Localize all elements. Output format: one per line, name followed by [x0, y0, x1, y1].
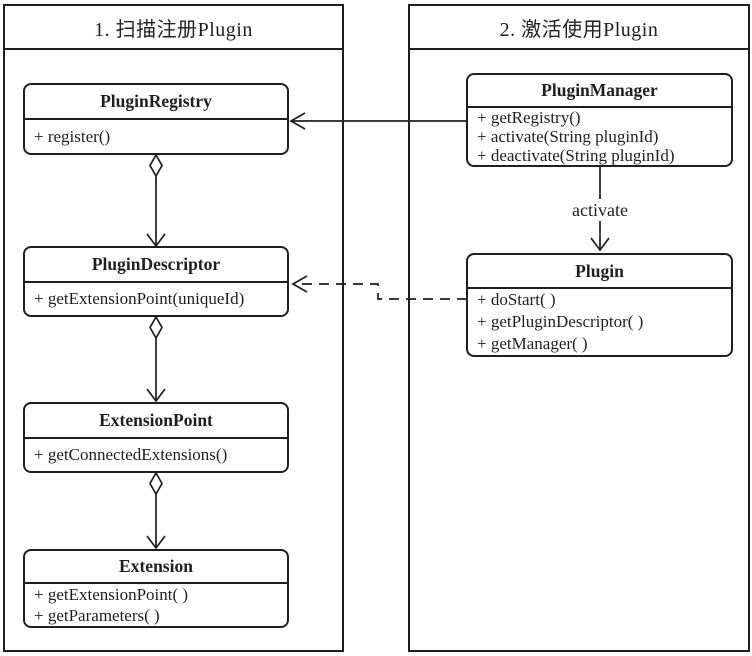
- class-method-list: + getConnectedExtensions(): [25, 439, 287, 471]
- method-get-extension-point: + getExtensionPoint(uniqueId): [34, 289, 245, 308]
- hollow-diamond-icon: [149, 153, 163, 178]
- hollow-diamond-icon: [149, 471, 163, 496]
- class-name: ExtensionPoint: [25, 404, 287, 439]
- panel-scan-register: 1. 扫描注册Plugin: [3, 4, 344, 652]
- method-get-extension-point: + getExtensionPoint( ): [34, 585, 189, 604]
- class-method-list: + getRegistry() + activate(String plugin…: [468, 108, 731, 165]
- open-arrow-icon: [590, 237, 610, 252]
- edge-label-activate: activate: [563, 199, 637, 221]
- class-method-list: + doStart( ) + getPluginDescriptor( ) + …: [468, 289, 731, 355]
- open-arrow-icon: [146, 388, 166, 403]
- method-get-plugin-descriptor: + getPluginDescriptor( ): [477, 312, 644, 331]
- class-plugin-manager: PluginManager + getRegistry() + activate…: [466, 73, 733, 167]
- class-name: PluginDescriptor: [25, 248, 287, 283]
- edge-plugin-descriptor-dashed: [291, 275, 467, 300]
- method-get-parameters: + getParameters( ): [34, 606, 160, 625]
- method-get-manager: + getManager( ): [477, 334, 588, 353]
- edge-registry-descriptor: [146, 153, 166, 248]
- class-plugin: Plugin + doStart( ) + getPluginDescripto…: [466, 253, 733, 357]
- class-extension: Extension + getExtensionPoint( ) + getPa…: [23, 549, 289, 628]
- open-arrow-icon: [289, 112, 306, 130]
- method-register: + register(): [34, 126, 111, 146]
- edge-manager-registry: [289, 112, 466, 130]
- class-method-list: + getExtensionPoint( ) + getParameters( …: [25, 584, 287, 626]
- panel-title-scan-register: 1. 扫描注册Plugin: [5, 6, 342, 50]
- method-get-registry: + getRegistry(): [477, 108, 581, 127]
- class-extension-point: ExtensionPoint + getConnectedExtensions(…: [23, 402, 289, 473]
- class-plugin-descriptor: PluginDescriptor + getExtensionPoint(uni…: [23, 246, 289, 317]
- panel-activate-use: 2. 激活使用Plugin: [408, 4, 750, 652]
- open-arrow-icon: [291, 275, 308, 293]
- open-arrow-icon: [146, 535, 166, 550]
- class-name: Extension: [25, 551, 287, 584]
- method-do-start: + doStart( ): [477, 290, 556, 309]
- class-name: PluginRegistry: [25, 85, 287, 120]
- method-activate: + activate(String pluginId): [477, 127, 659, 146]
- edge-extensionpoint-extension: [146, 471, 166, 550]
- class-method-list: + getExtensionPoint(uniqueId): [25, 283, 287, 315]
- method-deactivate: + deactivate(String pluginId): [477, 146, 675, 165]
- class-method-list: + register(): [25, 120, 287, 153]
- method-get-connected-extensions: + getConnectedExtensions(): [34, 445, 228, 464]
- class-plugin-registry: PluginRegistry + register(): [23, 83, 289, 155]
- panel-title-activate-use: 2. 激活使用Plugin: [410, 6, 748, 50]
- edge-descriptor-extensionpoint: [146, 315, 166, 403]
- class-name: Plugin: [468, 255, 731, 289]
- hollow-diamond-icon: [149, 315, 163, 340]
- class-name: PluginManager: [468, 75, 731, 108]
